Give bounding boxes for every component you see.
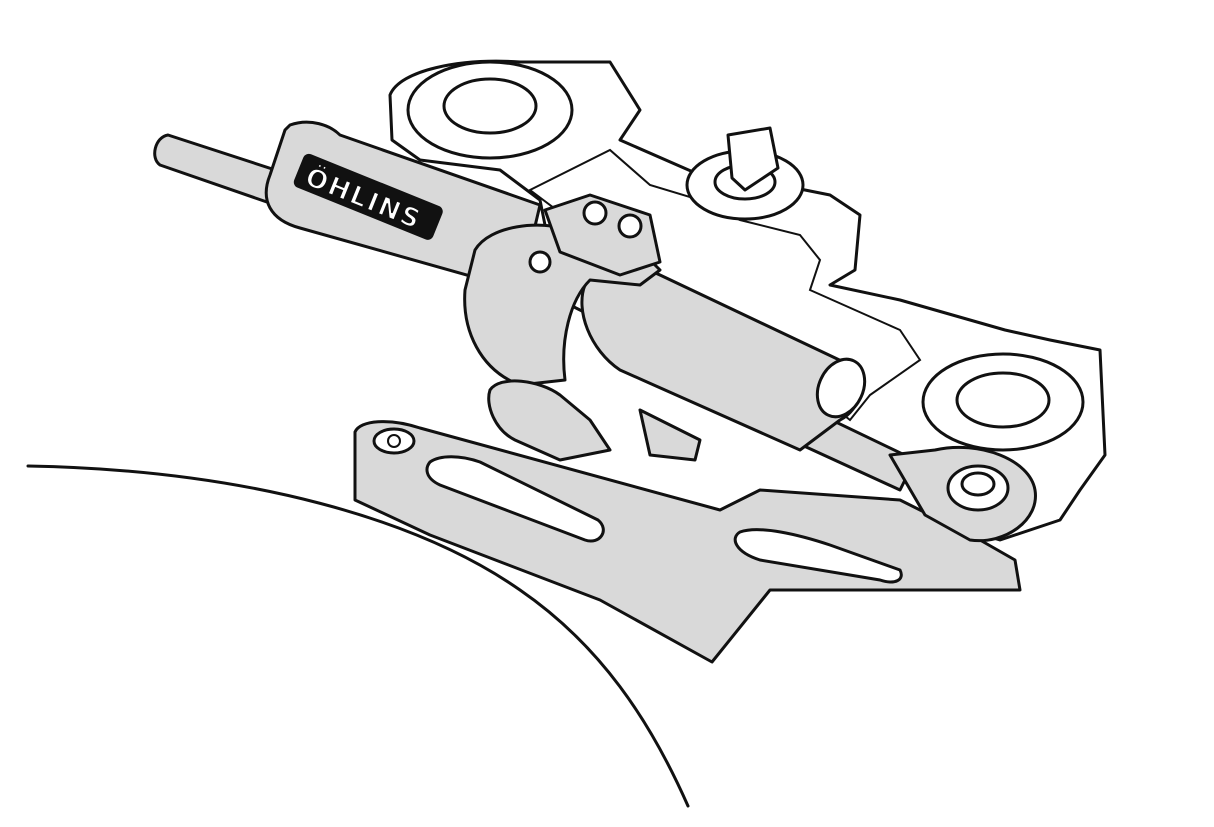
ignition-key <box>685 126 805 221</box>
fuel-tank-outline <box>26 464 690 808</box>
mounting-clamp <box>463 193 702 462</box>
top-triple-clamp <box>388 59 1107 542</box>
mounting-bracket <box>353 420 1022 664</box>
rod-end-eye <box>888 445 1037 543</box>
